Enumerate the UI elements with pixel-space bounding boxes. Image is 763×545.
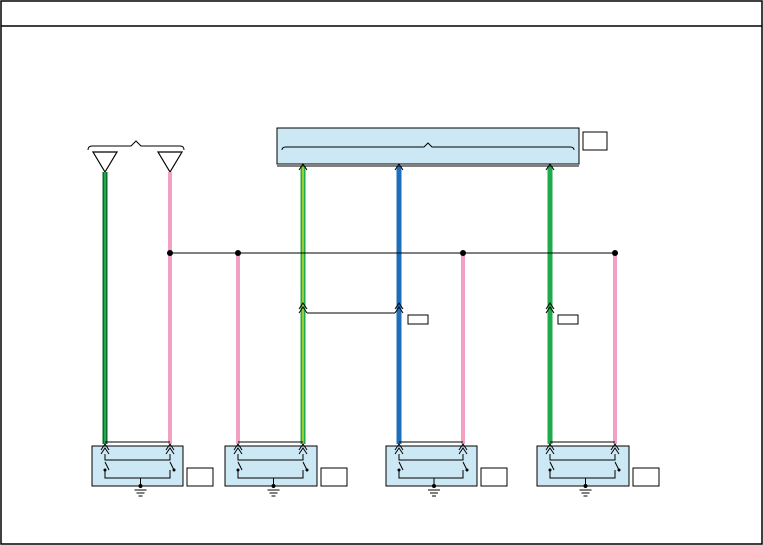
switch-box-body bbox=[224, 445, 318, 487]
switch-box-body bbox=[91, 445, 184, 487]
ground-icon bbox=[134, 489, 147, 497]
switch-box-tag bbox=[480, 467, 508, 487]
connector-pin bbox=[298, 443, 308, 451]
switch-box-group bbox=[91, 441, 660, 497]
junction-dot bbox=[460, 250, 466, 256]
connector-pin bbox=[458, 443, 468, 451]
terminal-triangle-right bbox=[156, 151, 184, 174]
contact-dot bbox=[236, 468, 240, 472]
switch-box-tag bbox=[632, 467, 660, 487]
ground-dot bbox=[271, 484, 276, 488]
switch-box bbox=[385, 441, 508, 497]
ground-icon bbox=[267, 489, 280, 497]
inline-connector-2 bbox=[545, 302, 579, 325]
switch-circuit bbox=[104, 454, 171, 461]
switch-box-tag bbox=[186, 467, 214, 487]
switch-circuit bbox=[549, 454, 616, 461]
inline-connector-1 bbox=[298, 302, 429, 325]
ground-dot bbox=[583, 484, 588, 488]
contact-dot bbox=[617, 468, 621, 472]
ecu-pins bbox=[277, 163, 579, 171]
contact-dot bbox=[397, 468, 401, 472]
contact-dot bbox=[172, 468, 176, 472]
switch-box bbox=[91, 441, 214, 497]
connector-pin bbox=[298, 447, 308, 455]
switch-circuit bbox=[237, 454, 304, 461]
connector-pin bbox=[100, 443, 110, 451]
junction-dot bbox=[235, 250, 241, 256]
ground-icon bbox=[428, 489, 440, 497]
inline-connector-tag-2 bbox=[557, 314, 579, 325]
connector-pin bbox=[394, 443, 404, 451]
junction-dot bbox=[612, 250, 618, 256]
connector-pin bbox=[458, 447, 468, 455]
connector-pin bbox=[545, 443, 555, 451]
control-unit-box bbox=[276, 127, 580, 165]
contact-dot bbox=[103, 468, 107, 472]
connector-pin bbox=[100, 447, 110, 455]
connector-pin bbox=[610, 443, 620, 451]
contact-dot bbox=[548, 468, 552, 472]
switch-box-tag bbox=[320, 467, 348, 487]
connector-pin bbox=[165, 443, 175, 451]
connector-pin bbox=[610, 447, 620, 455]
switch-box-body bbox=[536, 445, 630, 487]
ground-dot bbox=[432, 484, 436, 488]
contact-dot bbox=[465, 468, 469, 472]
connector-pin bbox=[233, 447, 243, 455]
switch-circuit bbox=[398, 454, 464, 461]
switch-box-body bbox=[385, 445, 478, 487]
terminal-triangle-left bbox=[91, 151, 119, 174]
ground-icon bbox=[579, 489, 592, 497]
junction-dot bbox=[167, 250, 173, 256]
contact-dot bbox=[305, 468, 309, 472]
connector-pin bbox=[545, 447, 555, 455]
left-group-brace bbox=[87, 140, 185, 151]
switch-box bbox=[536, 441, 660, 497]
control-unit-tag bbox=[582, 131, 608, 151]
left-terminal-group bbox=[87, 140, 185, 174]
control-unit-brace bbox=[281, 142, 575, 151]
connector-pin bbox=[165, 447, 175, 455]
switch-box bbox=[224, 441, 348, 497]
ground-dot bbox=[138, 484, 143, 488]
connector-pin bbox=[233, 443, 243, 451]
inline-connector-tag-1 bbox=[407, 314, 429, 325]
connector-pin bbox=[394, 447, 404, 455]
top-control-unit bbox=[276, 127, 608, 165]
